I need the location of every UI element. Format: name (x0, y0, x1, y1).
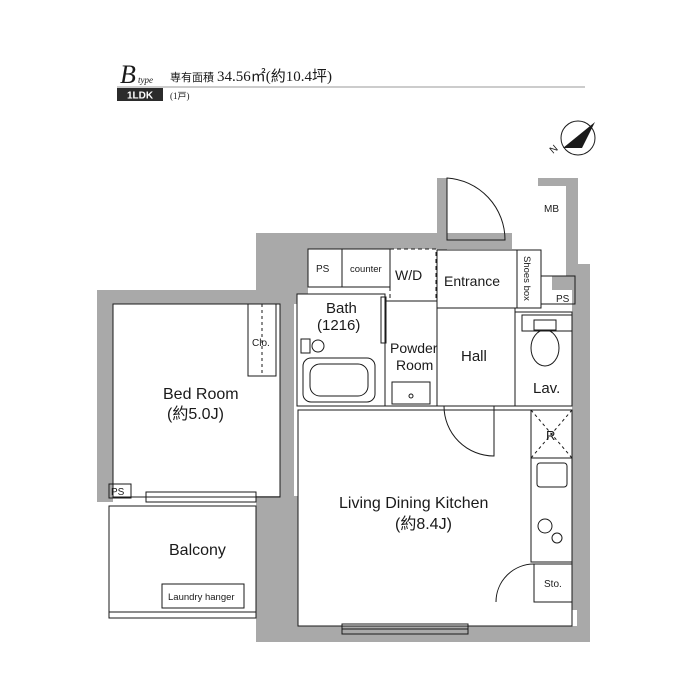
ps-left-label: PS (111, 487, 125, 498)
wall-left-upper (256, 233, 308, 294)
layout-badge: 1LDK (127, 91, 154, 102)
compass-needle-icon (563, 122, 595, 148)
bath-label: Bath (326, 300, 357, 317)
laundry-label: Laundry hanger (168, 592, 235, 603)
powder-label: Powder (390, 340, 438, 356)
bath-faucet-icon (311, 339, 325, 353)
balcony-rail (108, 611, 257, 619)
storage-box (533, 563, 573, 603)
bath-door (380, 296, 387, 344)
toilet-icon (530, 329, 560, 367)
stove-burner-1 (537, 518, 553, 534)
ldk-label: Living Dining Kitchen (339, 495, 488, 512)
bath-size-label: (1216) (317, 317, 360, 334)
wd-label: W/D (395, 267, 422, 283)
walls (97, 178, 590, 642)
units-note: (1戸) (170, 91, 190, 101)
lav-sink-icon (521, 314, 573, 332)
lav-outline (514, 311, 573, 407)
kitchen-sink-icon (536, 462, 568, 488)
ps-right-label: PS (556, 294, 570, 305)
entrance-door (446, 177, 506, 241)
bed-size-label: (約5.0J) (167, 405, 224, 423)
powder-room-label: Room (396, 357, 433, 373)
wall-bed-ldk (280, 290, 294, 500)
hall-door (443, 405, 495, 457)
lav-label: Lav. (533, 380, 560, 397)
entrance-label: Entrance (444, 273, 500, 289)
counter-label: counter (350, 264, 382, 275)
hall-label: Hall (461, 348, 487, 365)
mb-label: MB (544, 204, 559, 215)
stove-burner-2 (551, 532, 563, 544)
wall-balcony-divider (256, 496, 298, 626)
wall-top-strip (256, 233, 512, 249)
ldk-size-label: (約8.4J) (395, 515, 452, 533)
wall-far-left (97, 294, 113, 502)
bathtub-icon (302, 357, 376, 403)
compass: N (548, 120, 596, 156)
kitchen-counter (530, 457, 573, 563)
sto-label: Sto. (544, 579, 562, 590)
shoes-box-label: Shoes box (521, 256, 532, 301)
wall-bed-top (97, 290, 297, 304)
room-labels: MB PS counter W/D Entrance Shoes box PS … (111, 204, 570, 603)
ps-top-label: PS (316, 264, 330, 275)
wall-entrance-left (437, 178, 447, 250)
area-value: 34.56㎡(約10.4坪) (217, 68, 332, 85)
ps-left-box (108, 483, 132, 499)
bath-shower-icon (300, 338, 311, 354)
powder-drain-icon (408, 393, 414, 399)
r-label: R (546, 428, 555, 443)
toilet-tank (533, 319, 557, 331)
bathtub-inner (309, 363, 369, 397)
type-letter: B (120, 60, 136, 89)
type-suffix: type (138, 75, 153, 85)
wall-kitchen-right (572, 300, 578, 610)
storage-door (495, 563, 535, 603)
powder-sink-icon (391, 381, 431, 405)
fridge-diag-2 (530, 409, 573, 459)
area-label: 専有面積 (170, 70, 214, 84)
balcony-label: Balcony (169, 542, 226, 559)
bed-room-label: Bed Room (163, 386, 239, 403)
ps-right-box (540, 275, 576, 305)
plan-header: B type 専有面積 34.56㎡(約10.4坪) 1LDK (1戸) (117, 60, 585, 102)
compass-circle (560, 120, 596, 156)
interior-lines (108, 177, 576, 635)
clo-label: Clo. (252, 338, 270, 349)
laundry-hanger (161, 583, 245, 609)
compass-north-label: N (548, 143, 561, 156)
layout-badge-bg (117, 88, 163, 101)
